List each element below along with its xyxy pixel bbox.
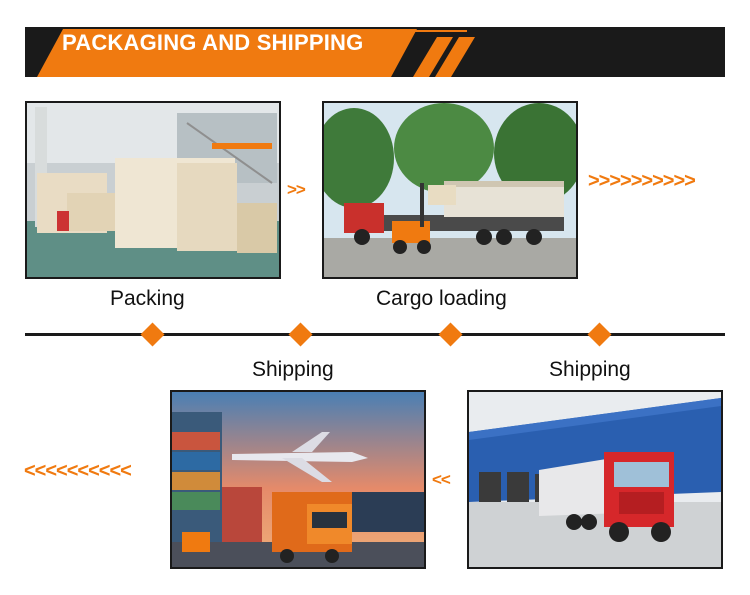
arrow-left-long: <<<<<<<<<< (24, 460, 132, 482)
caption-cargo-loading: Cargo loading (376, 287, 507, 310)
arrow-right-long: >>>>>>>>>> (588, 170, 696, 192)
shipping-truck-photo (467, 390, 723, 569)
warehouse-crates-image (27, 103, 279, 277)
cargo-loading-photo (322, 101, 578, 279)
timeline-diamond-4 (587, 322, 612, 347)
packing-photo (25, 101, 281, 279)
arrow-left-short: << (432, 470, 451, 489)
forklift-truck-image (324, 103, 576, 277)
shipping-port-photo (170, 390, 426, 569)
caption-packing: Packing (110, 287, 185, 310)
banner-graphic (25, 27, 725, 77)
timeline-diamond-1 (140, 322, 165, 347)
red-truck-warehouse-image (469, 392, 721, 567)
timeline-diamond-2 (288, 322, 313, 347)
caption-shipping-2: Shipping (549, 358, 631, 381)
port-plane-truck-image (172, 392, 424, 567)
arrow-right-short: >> (287, 180, 306, 199)
caption-shipping-1: Shipping (252, 358, 334, 381)
page-title: PACKAGING AND SHIPPING (62, 30, 364, 55)
timeline-diamond-3 (438, 322, 463, 347)
timeline-line (25, 333, 725, 336)
